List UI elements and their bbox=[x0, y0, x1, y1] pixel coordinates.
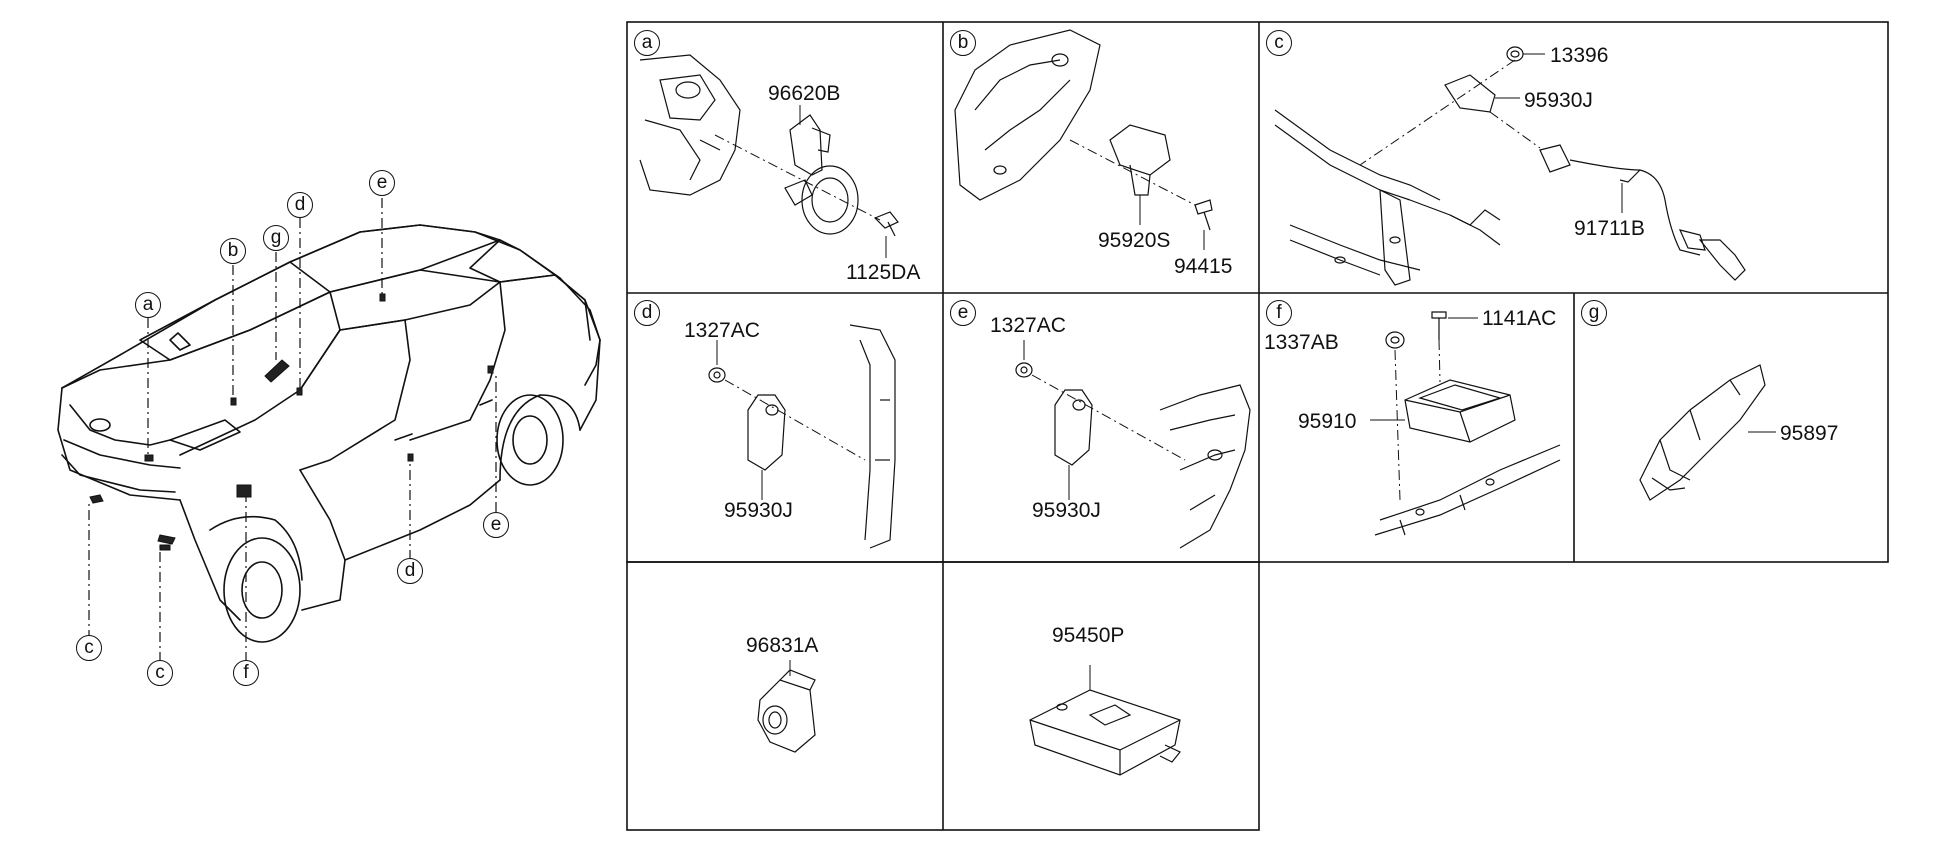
part-label-1337AB[interactable]: 1337AB bbox=[1264, 331, 1339, 354]
part-label-95897[interactable]: 95897 bbox=[1780, 422, 1839, 445]
panel-b-letter: b bbox=[950, 30, 976, 56]
car-callout-b[interactable]: b bbox=[220, 238, 246, 264]
part-label-95450P[interactable]: 95450P bbox=[1052, 624, 1125, 647]
panel-f-letter: f bbox=[1266, 300, 1292, 326]
part-label-94415[interactable]: 94415 bbox=[1174, 255, 1233, 278]
car-leader-lines bbox=[88, 198, 497, 662]
panel-d-drawing bbox=[708, 324, 896, 549]
panel-a-letter: a bbox=[634, 30, 660, 56]
part-label-95930J-c[interactable]: 95930J bbox=[1524, 89, 1593, 112]
part-label-1327AC-d[interactable]: 1327AC bbox=[684, 319, 760, 342]
car-callout-c-right[interactable]: c bbox=[147, 660, 173, 686]
panel-f-drawing bbox=[1370, 311, 1561, 536]
panel-b-drawing bbox=[954, 29, 1213, 250]
part-label-95910[interactable]: 95910 bbox=[1298, 410, 1357, 433]
car-callout-a[interactable]: a bbox=[135, 292, 161, 318]
panel-e-letter: e bbox=[950, 300, 976, 326]
car-callout-g[interactable]: g bbox=[263, 225, 289, 251]
panel-h-drawing bbox=[757, 660, 816, 753]
part-label-1125DA[interactable]: 1125DA bbox=[846, 261, 921, 284]
part-label-1327AC-e[interactable]: 1327AC bbox=[990, 314, 1066, 337]
panel-e-drawing bbox=[1015, 340, 1251, 549]
panel-i-drawing bbox=[1029, 665, 1181, 776]
part-label-95930J-e[interactable]: 95930J bbox=[1032, 499, 1101, 522]
car-callout-d-bottom[interactable]: d bbox=[397, 558, 423, 584]
panel-grid bbox=[626, 21, 1889, 831]
part-label-95920S[interactable]: 95920S bbox=[1098, 229, 1171, 252]
car-component-marks bbox=[89, 293, 494, 551]
part-label-1141AC[interactable]: 1141AC bbox=[1482, 307, 1557, 330]
panel-d-letter: d bbox=[634, 300, 660, 326]
panel-g-drawing bbox=[1639, 364, 1776, 501]
part-label-96620B[interactable]: 96620B bbox=[768, 82, 841, 105]
car-callout-e-bottom[interactable]: e bbox=[483, 512, 509, 538]
panel-a-drawing bbox=[639, 54, 899, 258]
car-callout-e-top[interactable]: e bbox=[369, 170, 395, 196]
car-callout-f[interactable]: f bbox=[233, 660, 259, 686]
part-label-91711B[interactable]: 91711B bbox=[1574, 217, 1645, 240]
car-callout-d-top[interactable]: d bbox=[287, 192, 313, 218]
car-callout-c-left[interactable]: c bbox=[76, 635, 102, 661]
part-label-13396[interactable]: 13396 bbox=[1550, 44, 1609, 67]
panel-g-letter: g bbox=[1581, 300, 1607, 326]
panel-c-drawing bbox=[1274, 46, 1746, 286]
panel-c-letter: c bbox=[1266, 30, 1292, 56]
part-label-95930J-d[interactable]: 95930J bbox=[724, 499, 793, 522]
part-label-96831A[interactable]: 96831A bbox=[746, 634, 819, 657]
car-illustration bbox=[57, 224, 601, 643]
